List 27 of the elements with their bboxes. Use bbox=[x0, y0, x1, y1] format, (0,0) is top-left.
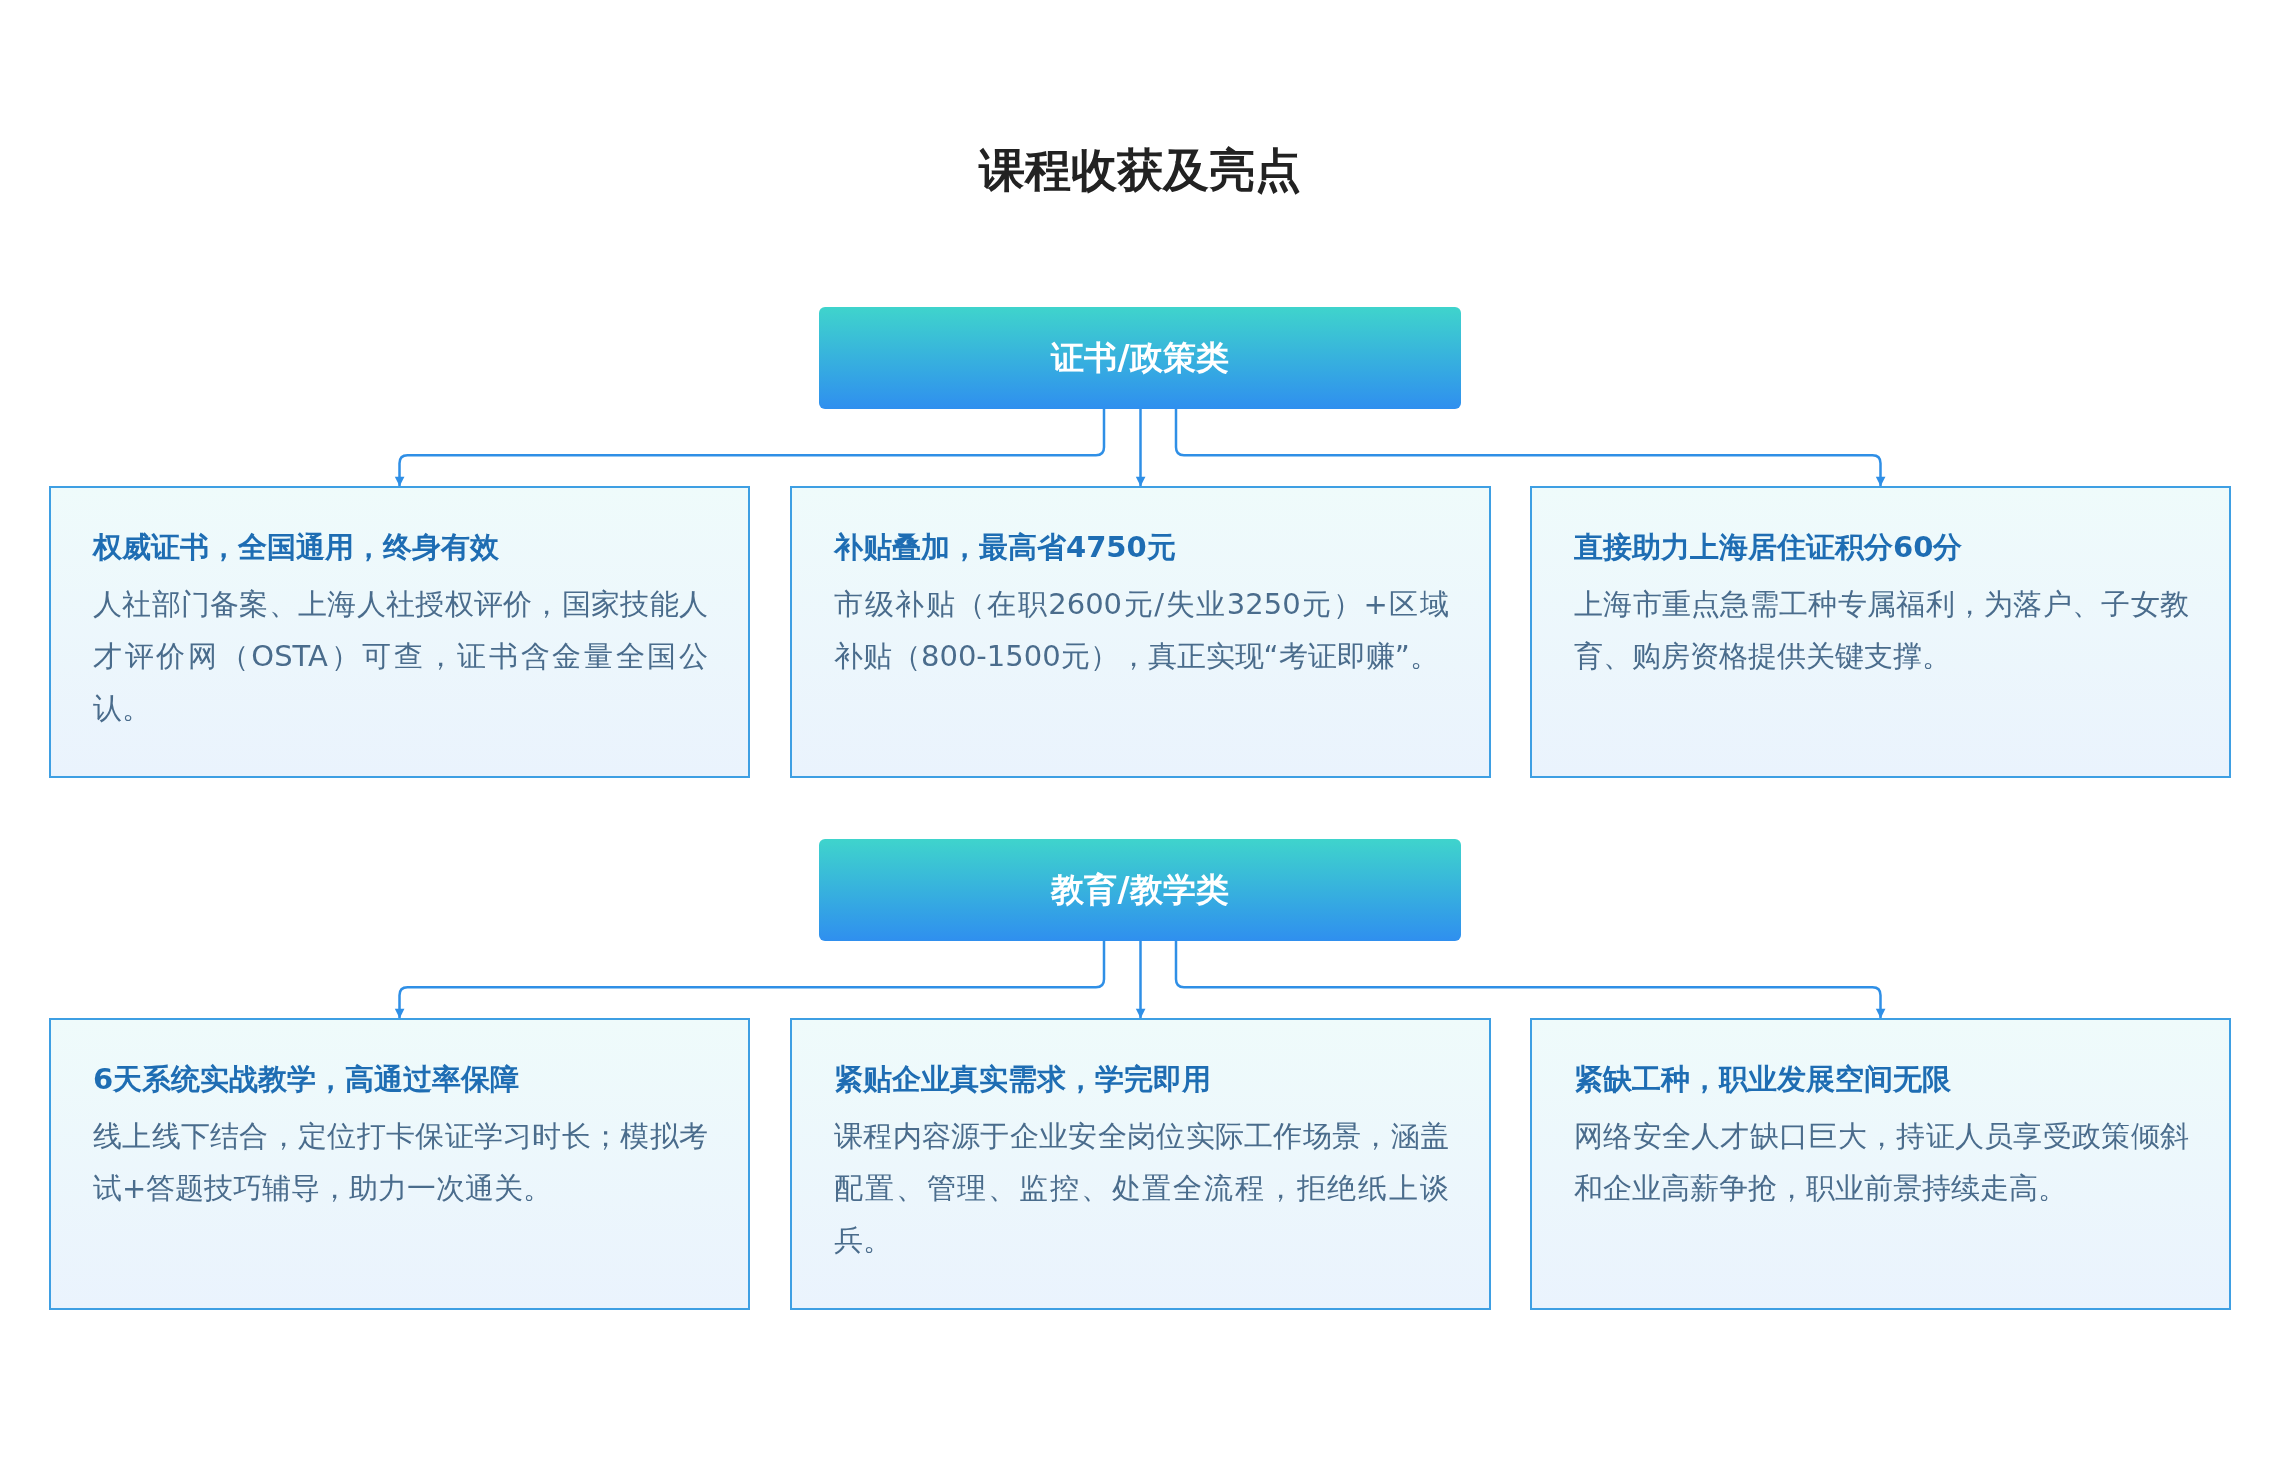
card-body: 人社部门备案、上海人社授权评价，国家技能人才评价网（OSTA）可查，证书含金量全国公认。 bbox=[93, 586, 708, 727]
connector-arrow bbox=[1174, 941, 1886, 1019]
feature-card bbox=[1530, 486, 2231, 778]
card-heading: 6天系统实战教学，高通过率保障 bbox=[93, 1061, 521, 1098]
category-header: 证书/政策类 bbox=[819, 307, 1461, 409]
feature-card bbox=[790, 486, 1491, 778]
feature-card bbox=[49, 1018, 750, 1310]
feature-card bbox=[1530, 1018, 2231, 1310]
connector-arrow bbox=[394, 941, 1106, 1019]
card-heading: 直接助力上海居住证积分60分 bbox=[1574, 529, 1964, 566]
category-header: 教育/教学类 bbox=[819, 839, 1461, 941]
card-heading: 紧缺工种，职业发展空间无限 bbox=[1574, 1061, 1952, 1098]
card-heading: 权威证书，全国通用，终身有效 bbox=[93, 529, 500, 566]
feature-card bbox=[49, 486, 750, 778]
connector-arrow bbox=[1174, 409, 1886, 487]
card-body: 课程内容源于企业安全岗位实际工作场景，涵盖配置、管理、监控、处置全流程，拒绝纸上谈兵。 bbox=[834, 1118, 1449, 1259]
card-body: 线上线下结合，定位打卡保证学习时长；模拟考试+答题技巧辅导，助力一次通关。 bbox=[93, 1118, 708, 1207]
connector-arrow bbox=[1135, 941, 1146, 1019]
card-heading: 紧贴企业真实需求，学完即用 bbox=[834, 1061, 1212, 1098]
card-heading: 补贴叠加，最高省4750元 bbox=[834, 529, 1177, 566]
feature-card bbox=[790, 1018, 1491, 1310]
connector-arrow bbox=[1135, 409, 1146, 487]
card-body: 网络安全人才缺口巨大，持证人员享受政策倾斜和企业高薪争抢，职业前景持续走高。 bbox=[1574, 1118, 2189, 1207]
title: 课程收获及亮点 bbox=[977, 142, 1302, 199]
connector-arrow bbox=[394, 409, 1106, 487]
card-body: 市级补贴（在职2600元/失业3250元）+区域补贴（800-1500元），真正实现“考证即赚”。 bbox=[834, 586, 1449, 675]
card-body: 上海市重点急需工种专属福利，为落户、子女教育、购房资格提供关键支撑。 bbox=[1574, 586, 2189, 675]
